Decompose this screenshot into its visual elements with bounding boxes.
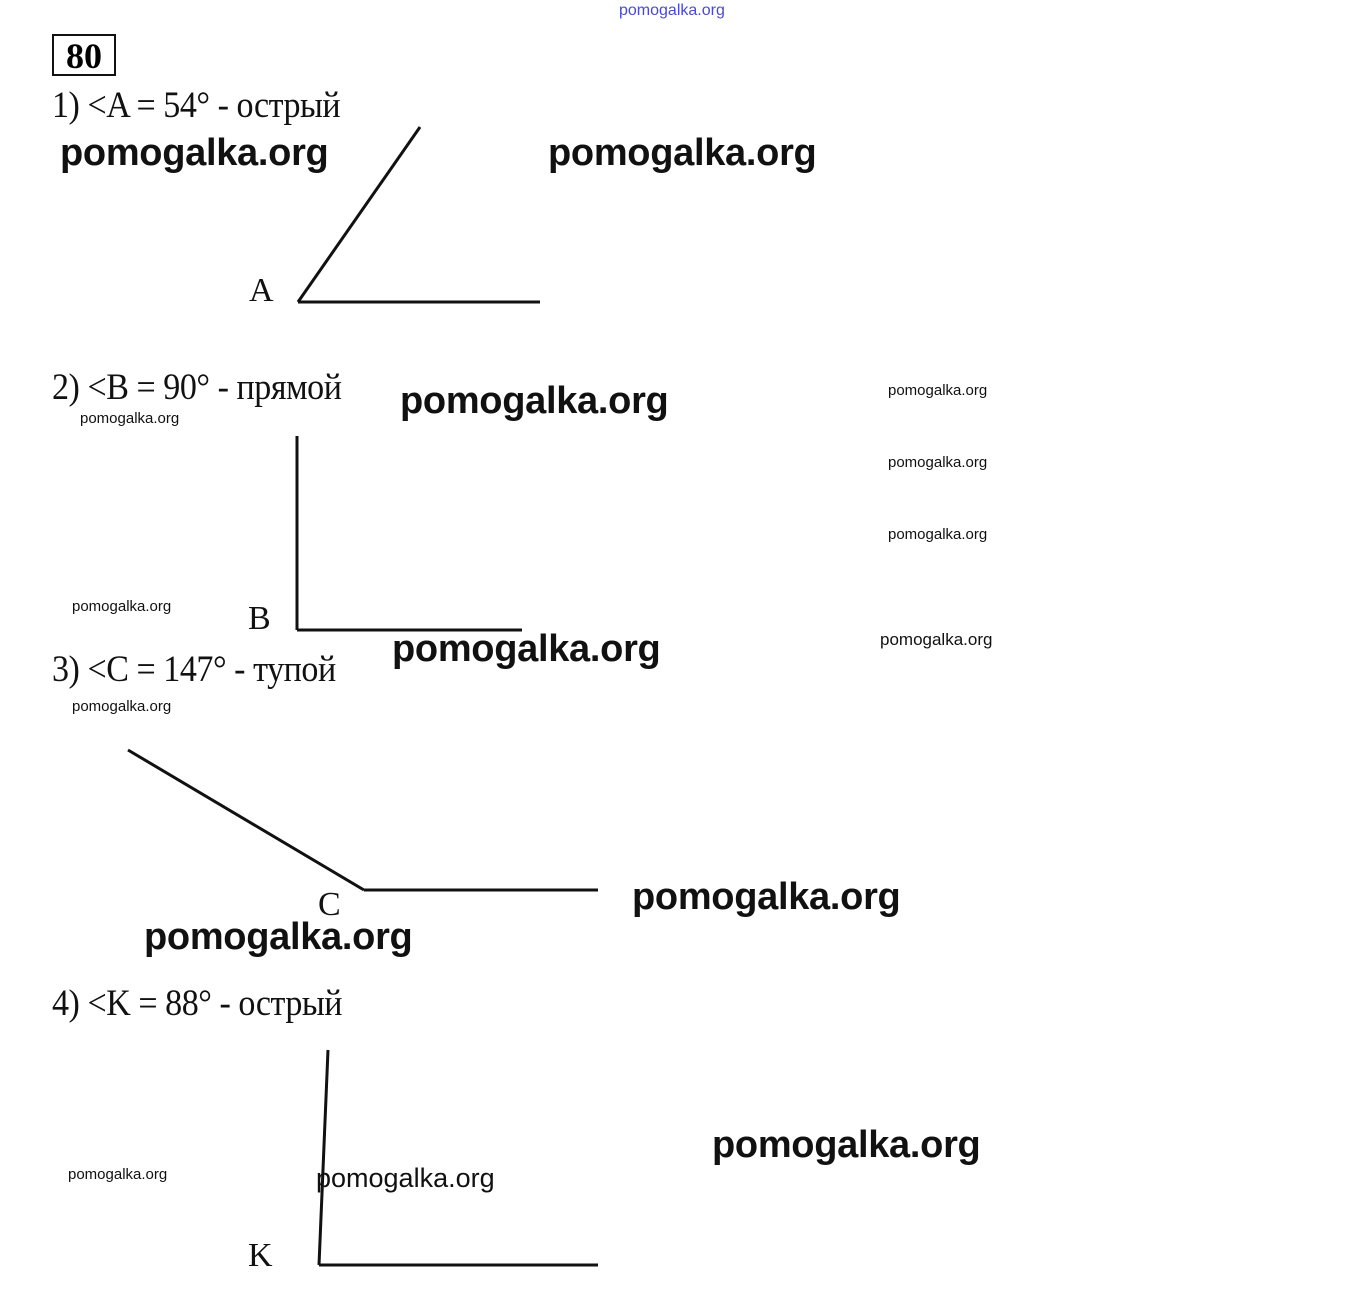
watermark: pomogalka.org <box>316 1163 495 1193</box>
item-3-text: 3) <C = 147° - тупой <box>52 649 336 690</box>
vertex-label-b: B <box>248 600 271 637</box>
item-2-text: 2) <B = 90° - прямой <box>52 367 342 408</box>
watermark: pomogalka.org <box>712 1124 981 1166</box>
vertex-label-a: A <box>249 272 274 309</box>
watermark: pomogalka.org <box>72 598 172 615</box>
watermark: pomogalka.org <box>548 132 817 174</box>
vertex-label-c: C <box>318 886 341 923</box>
watermark: pomogalka.org <box>60 132 329 174</box>
watermark: pomogalka.org <box>888 454 988 471</box>
item-1-text: 1) <A = 54° - острый <box>52 85 341 126</box>
watermark-top: pomogalka.org <box>619 2 725 19</box>
watermark: pomogalka.org <box>72 698 172 715</box>
watermark: pomogalka.org <box>888 526 988 543</box>
watermark: pomogalka.org <box>68 1166 168 1183</box>
angle-a-ray-2 <box>296 126 422 303</box>
angle-c-ray-1 <box>127 748 365 892</box>
watermark: pomogalka.org <box>888 382 988 399</box>
watermark: pomogalka.org <box>880 630 993 649</box>
watermark: pomogalka.org <box>392 628 661 670</box>
vertex-label-k: K <box>248 1237 273 1274</box>
watermark: pomogalka.org <box>632 876 901 918</box>
watermark: pomogalka.org <box>144 916 413 958</box>
problem-number: 80 <box>52 34 116 76</box>
item-4-text: 4) <K = 88° - острый <box>52 983 343 1024</box>
angle-k-ray-1 <box>317 1049 330 1266</box>
watermark: pomogalka.org <box>400 380 669 422</box>
watermark: pomogalka.org <box>80 410 180 427</box>
